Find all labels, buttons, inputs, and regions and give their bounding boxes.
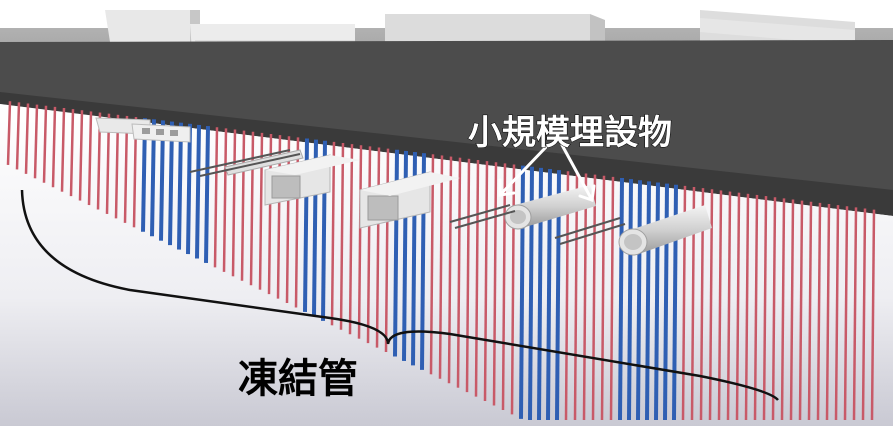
freeze-pipe-red <box>78 110 84 201</box>
freeze-pipe-red <box>222 128 228 272</box>
freeze-pipe-blue <box>618 177 624 421</box>
road-slab-edge <box>0 92 893 216</box>
freeze-pipe-red <box>753 194 759 421</box>
freeze-pipe-red <box>501 163 507 410</box>
freeze-pipe-red <box>870 209 876 421</box>
freeze-pipe-red <box>24 103 30 174</box>
freeze-pipe-red <box>771 197 777 421</box>
round-pipe-body <box>515 185 596 228</box>
thin-rod <box>454 210 516 229</box>
freeze-pipe-red <box>123 115 129 223</box>
freeze-pipe-red <box>375 147 381 348</box>
freeze-pipe-red <box>600 175 606 421</box>
buried-objects-label: 小規模埋設物 <box>468 113 672 153</box>
freeze-pipe-red <box>348 144 354 335</box>
freeze-pipe-red <box>474 159 480 397</box>
freeze-pipe-red <box>87 111 93 206</box>
box-culvert-top <box>265 155 360 175</box>
arrow-annotation <box>498 143 596 202</box>
freeze-pipe-red <box>213 127 219 268</box>
freeze-pipe-red <box>582 173 588 421</box>
thin-rod <box>189 149 291 173</box>
freeze-pipe-red <box>15 102 21 170</box>
round-pipe-body <box>630 205 712 255</box>
freeze-pipe-red <box>357 145 363 339</box>
freeze-pipe-red <box>51 106 57 188</box>
box-culvert-opening <box>271 175 301 199</box>
freeze-pipes-label: 凍結管 <box>238 356 358 402</box>
freeze-pipe-red <box>834 205 840 421</box>
freeze-pipe-red <box>852 207 858 421</box>
freeze-pipe-red <box>447 156 453 384</box>
freeze-pipe-blue <box>177 122 183 250</box>
freeze-pipe-blue <box>636 180 642 421</box>
freeze-pipe-red <box>339 143 345 330</box>
freeze-pipe-red <box>807 201 813 421</box>
freeze-pipe-red <box>429 154 435 375</box>
freeze-pipe-blue <box>204 126 210 263</box>
freeze-pipe-red <box>789 199 795 421</box>
buried-objects <box>95 117 712 256</box>
thin-rod <box>199 153 301 177</box>
freeze-pipe-red <box>69 109 75 197</box>
freeze-pipe-blue <box>654 182 660 421</box>
freeze-pipe-red <box>825 203 831 421</box>
freeze-pipe-red <box>231 129 237 277</box>
utility-box-slot <box>170 130 178 136</box>
freeze-pipe-blue <box>627 179 633 421</box>
freeze-pipe-red <box>780 198 786 421</box>
round-pipe-inner <box>510 210 526 224</box>
freeze-pipe-blue <box>186 123 192 255</box>
utility-box-slot <box>156 129 164 135</box>
freeze-pipe-red <box>6 101 12 165</box>
bracket-annotation <box>20 189 779 401</box>
freeze-pipe-red <box>33 104 39 179</box>
freeze-pipe-red <box>330 141 336 326</box>
freeze-pipe-red <box>240 130 246 281</box>
freeze-pipe-red <box>843 206 849 421</box>
thin-rod <box>554 217 621 239</box>
freeze-pipe-red <box>492 162 498 406</box>
freeze-pipe-red <box>735 192 741 421</box>
round-pipe-inner <box>624 234 642 250</box>
freeze-pipe-red <box>456 157 462 388</box>
freeze-pipe-red <box>762 196 768 421</box>
thin-rod <box>449 204 511 223</box>
freeze-pipe-red <box>816 202 822 421</box>
ground-section <box>0 104 893 426</box>
freeze-pipe-blue <box>168 121 174 246</box>
freeze-pipe-blue <box>195 124 201 259</box>
freeze-pipe-red <box>591 174 597 421</box>
freeze-pipe-red <box>609 176 615 421</box>
freeze-pipe-red <box>438 155 444 379</box>
freeze-pipe-red <box>861 208 867 421</box>
freeze-pipe-red <box>42 105 48 183</box>
freeze-pipe-red <box>465 158 471 393</box>
box-culvert-top <box>360 172 460 196</box>
freeze-pipe-red <box>573 172 579 421</box>
freeze-pipe-red <box>483 161 489 402</box>
freeze-pipe-red <box>744 193 750 421</box>
thin-rod <box>559 223 626 245</box>
utility-box-slot <box>142 128 150 134</box>
freeze-pipe-red <box>366 146 372 344</box>
building <box>700 18 855 45</box>
freeze-pipe-red <box>60 107 66 192</box>
freeze-pipe-red <box>798 200 804 421</box>
freeze-pipe-red <box>717 190 723 421</box>
box-culvert-opening <box>367 195 399 221</box>
freeze-pipe-blue <box>645 181 651 421</box>
